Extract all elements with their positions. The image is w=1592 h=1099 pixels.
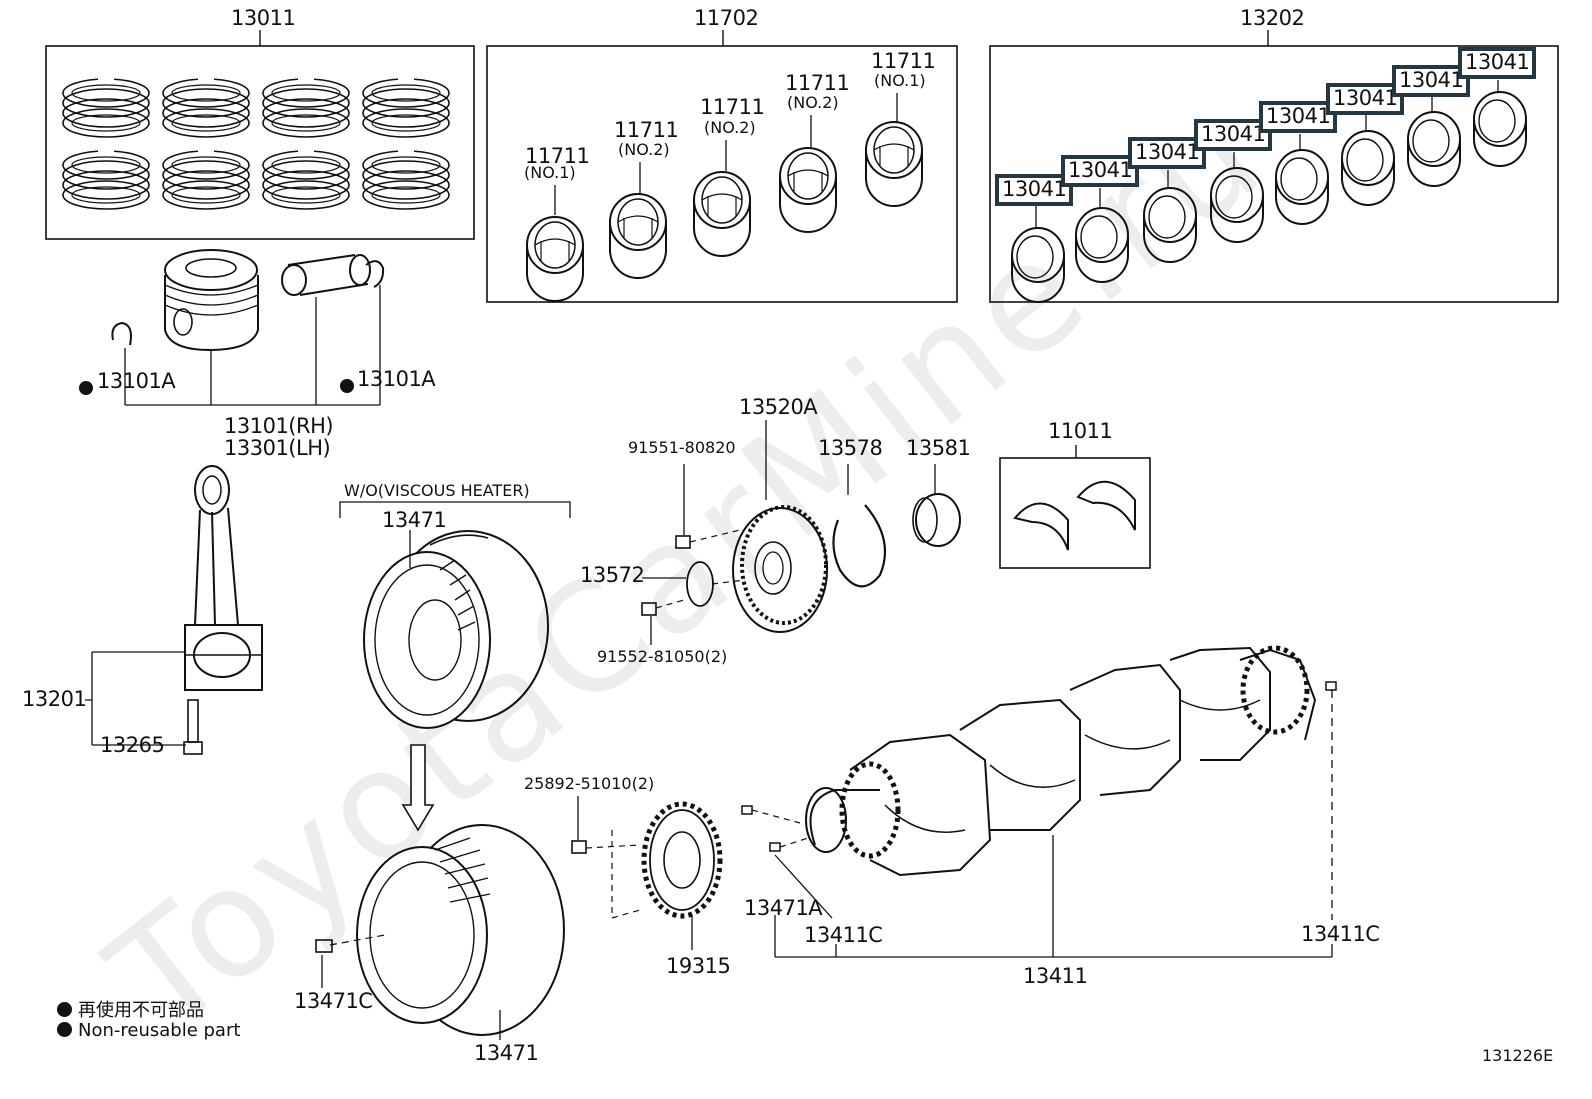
label-13011: 13011 bbox=[231, 6, 296, 30]
label-19315: 19315 bbox=[666, 954, 731, 978]
highlight-13041-4[interactable]: 13041 bbox=[1194, 119, 1273, 151]
highlight-13041-3[interactable]: 13041 bbox=[1128, 137, 1207, 169]
diagram-id: 131226E bbox=[1482, 1046, 1554, 1065]
highlight-13041-8[interactable]: 13041 bbox=[1458, 47, 1537, 79]
highlight-13041-2[interactable]: 13041 bbox=[1061, 155, 1140, 187]
label-bearing-no1-a: 11711 bbox=[525, 144, 590, 168]
highlight-13041-1[interactable]: 13041 bbox=[995, 174, 1074, 206]
legend-en-text: Non-reusable part bbox=[78, 1020, 241, 1041]
bullet-dot-icon bbox=[57, 1022, 72, 1037]
label-bearing-no2-c: 11711 bbox=[785, 71, 850, 95]
label-bearing-no2-b: 11711 bbox=[700, 95, 765, 119]
label-13411: 13411 bbox=[1023, 964, 1088, 988]
crankshaft bbox=[741, 645, 1337, 958]
label-11702: 11702 bbox=[694, 6, 759, 30]
label-sub-no1-a: (NO.1) bbox=[524, 163, 576, 182]
label-13520a: 13520A bbox=[739, 395, 818, 419]
label-13101a-right: 13101A bbox=[357, 367, 436, 391]
label-91551-80820: 91551-80820 bbox=[628, 438, 736, 457]
legend-en: Non-reusable part bbox=[57, 1020, 240, 1041]
label-13471-top: 13471 bbox=[382, 508, 447, 532]
label-13411c-left: 13411C bbox=[804, 923, 883, 947]
wo-viscous-bracket bbox=[339, 501, 571, 518]
timing-rotor bbox=[571, 796, 723, 950]
highlight-13041-7[interactable]: 13041 bbox=[1392, 65, 1471, 97]
label-11011: 11011 bbox=[1048, 419, 1113, 443]
label-13471c: 13471C bbox=[294, 989, 373, 1013]
label-sub-no2-a: (NO.2) bbox=[618, 140, 670, 159]
label-sub-no2-b: (NO.2) bbox=[704, 118, 756, 137]
label-13411c-right: 13411C bbox=[1301, 922, 1380, 946]
label-13578: 13578 bbox=[818, 436, 883, 460]
crank-gear-assembly bbox=[641, 420, 961, 645]
label-91552-81050: 91552-81050(2) bbox=[597, 647, 728, 666]
label-13471a: 13471A bbox=[744, 896, 823, 920]
connecting-rod bbox=[85, 465, 263, 755]
legend-jp: 再使用不可部品 bbox=[57, 996, 204, 1022]
label-13265: 13265 bbox=[100, 733, 165, 757]
label-13101rh: 13101(RH) bbox=[224, 414, 334, 438]
label-13101a-left: 13101A bbox=[97, 369, 176, 393]
label-wo-viscous-heater: W/O(VISCOUS HEATER) bbox=[344, 481, 530, 500]
label-sub-no1-b: (NO.1) bbox=[874, 71, 926, 90]
label-25892-51010: 25892-51010(2) bbox=[524, 774, 655, 793]
crank-pulley-bottom bbox=[315, 824, 565, 1040]
rod-bearing-set bbox=[486, 30, 958, 303]
down-arrow-icon bbox=[401, 744, 435, 832]
highlight-13041-5[interactable]: 13041 bbox=[1259, 101, 1338, 133]
label-13471-bottom: 13471 bbox=[474, 1041, 539, 1065]
thrust-washer-set bbox=[999, 445, 1151, 569]
label-13572: 13572 bbox=[580, 563, 645, 587]
label-13202: 13202 bbox=[1240, 6, 1305, 30]
label-13301lh: 13301(LH) bbox=[224, 436, 331, 460]
highlight-13041-6[interactable]: 13041 bbox=[1326, 83, 1405, 115]
label-sub-no2-c: (NO.2) bbox=[787, 93, 839, 112]
piston-ring-set bbox=[45, 30, 475, 240]
label-bearing-no1-b: 11711 bbox=[871, 49, 936, 73]
crank-pulley-top bbox=[363, 530, 549, 729]
bullet-dot-icon bbox=[57, 1002, 72, 1017]
label-13201: 13201 bbox=[22, 687, 87, 711]
piston-assembly bbox=[79, 249, 385, 406]
main-bearing-set bbox=[989, 30, 1559, 303]
label-bearing-no2-a: 11711 bbox=[614, 118, 679, 142]
label-13581: 13581 bbox=[906, 436, 971, 460]
legend-jp-text: 再使用不可部品 bbox=[78, 1000, 204, 1021]
